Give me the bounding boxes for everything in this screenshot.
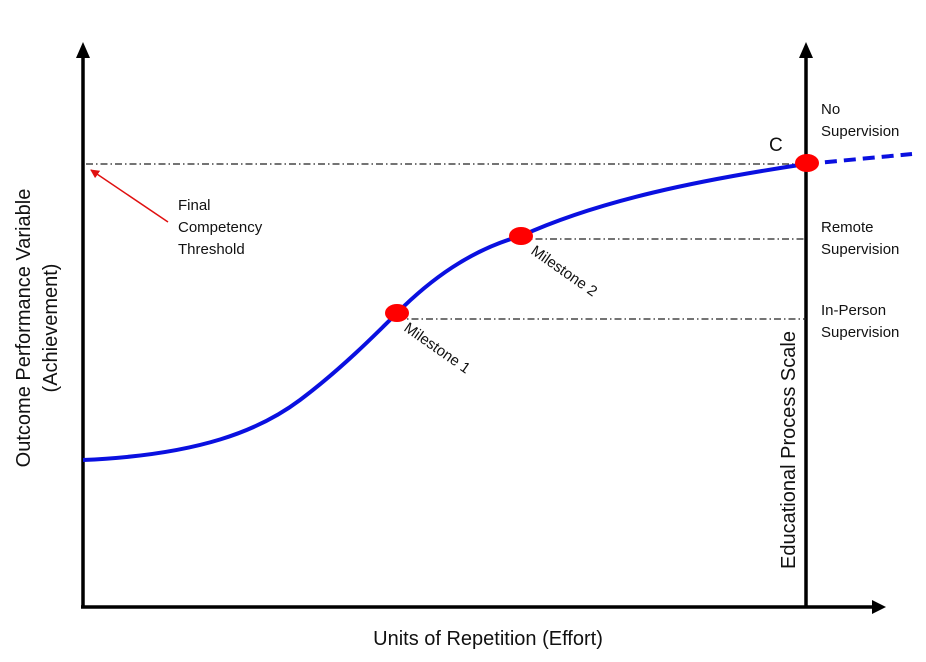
- point-c-label: C: [769, 135, 783, 156]
- educational-process-axis-arrowhead: [799, 42, 813, 58]
- threshold-annotation-line1: Final: [178, 197, 211, 214]
- point-c-marker: [795, 154, 819, 172]
- in-person-supervision-label-line1: In-Person: [821, 302, 886, 319]
- in-person-supervision-label-line2: Supervision: [821, 324, 899, 341]
- threshold-annotation-line3: Threshold: [178, 241, 245, 258]
- educational-process-scale-label: Educational Process Scale: [778, 331, 800, 569]
- remote-supervision-label-line2: Supervision: [821, 241, 899, 258]
- milestone-1-marker: [385, 304, 409, 322]
- x-axis-label: Units of Repetition (Effort): [373, 628, 603, 650]
- y-axis-label-line2: (Achievement): [40, 264, 62, 393]
- y-axis-arrowhead: [76, 42, 90, 58]
- milestone-1-label: Milestone 1: [401, 319, 474, 377]
- y-axis-label-line1: Outcome Performance Variable: [13, 189, 35, 468]
- learning-curve-extension: [805, 152, 913, 166]
- x-axis-arrowhead: [872, 600, 886, 614]
- threshold-annotation-line2: Competency: [178, 219, 263, 236]
- threshold-annotation-arrow: [90, 169, 169, 223]
- no-supervision-label-line1: No: [821, 101, 840, 118]
- remote-supervision-label-line1: Remote: [821, 219, 874, 236]
- milestone-2-marker: [509, 227, 533, 245]
- milestone-2-label: Milestone 2: [528, 242, 601, 300]
- no-supervision-label-line2: Supervision: [821, 123, 899, 140]
